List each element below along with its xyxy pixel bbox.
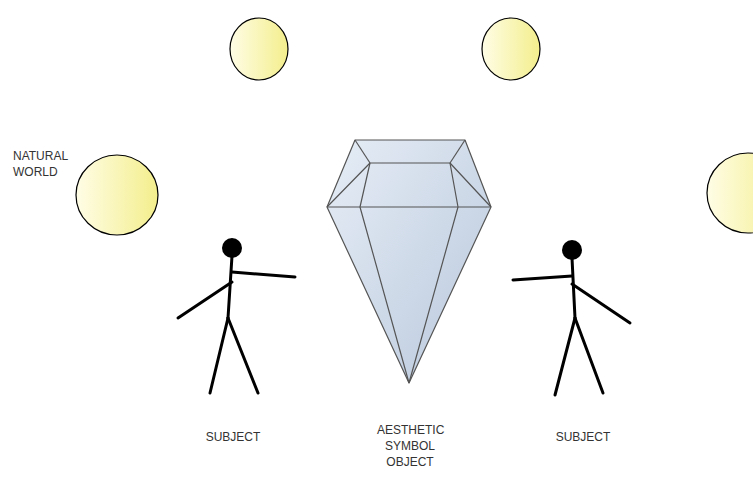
stick-figure	[178, 238, 295, 393]
object-label: AESTHETIC SYMBOL OBJECT	[377, 422, 443, 470]
figure-label: SUBJECT	[193, 429, 273, 445]
stick-figure	[513, 240, 630, 395]
region-label: NATURAL WORLD	[13, 148, 75, 180]
figure-label: SUBJECT	[543, 429, 623, 445]
gem-symbol	[327, 140, 491, 383]
